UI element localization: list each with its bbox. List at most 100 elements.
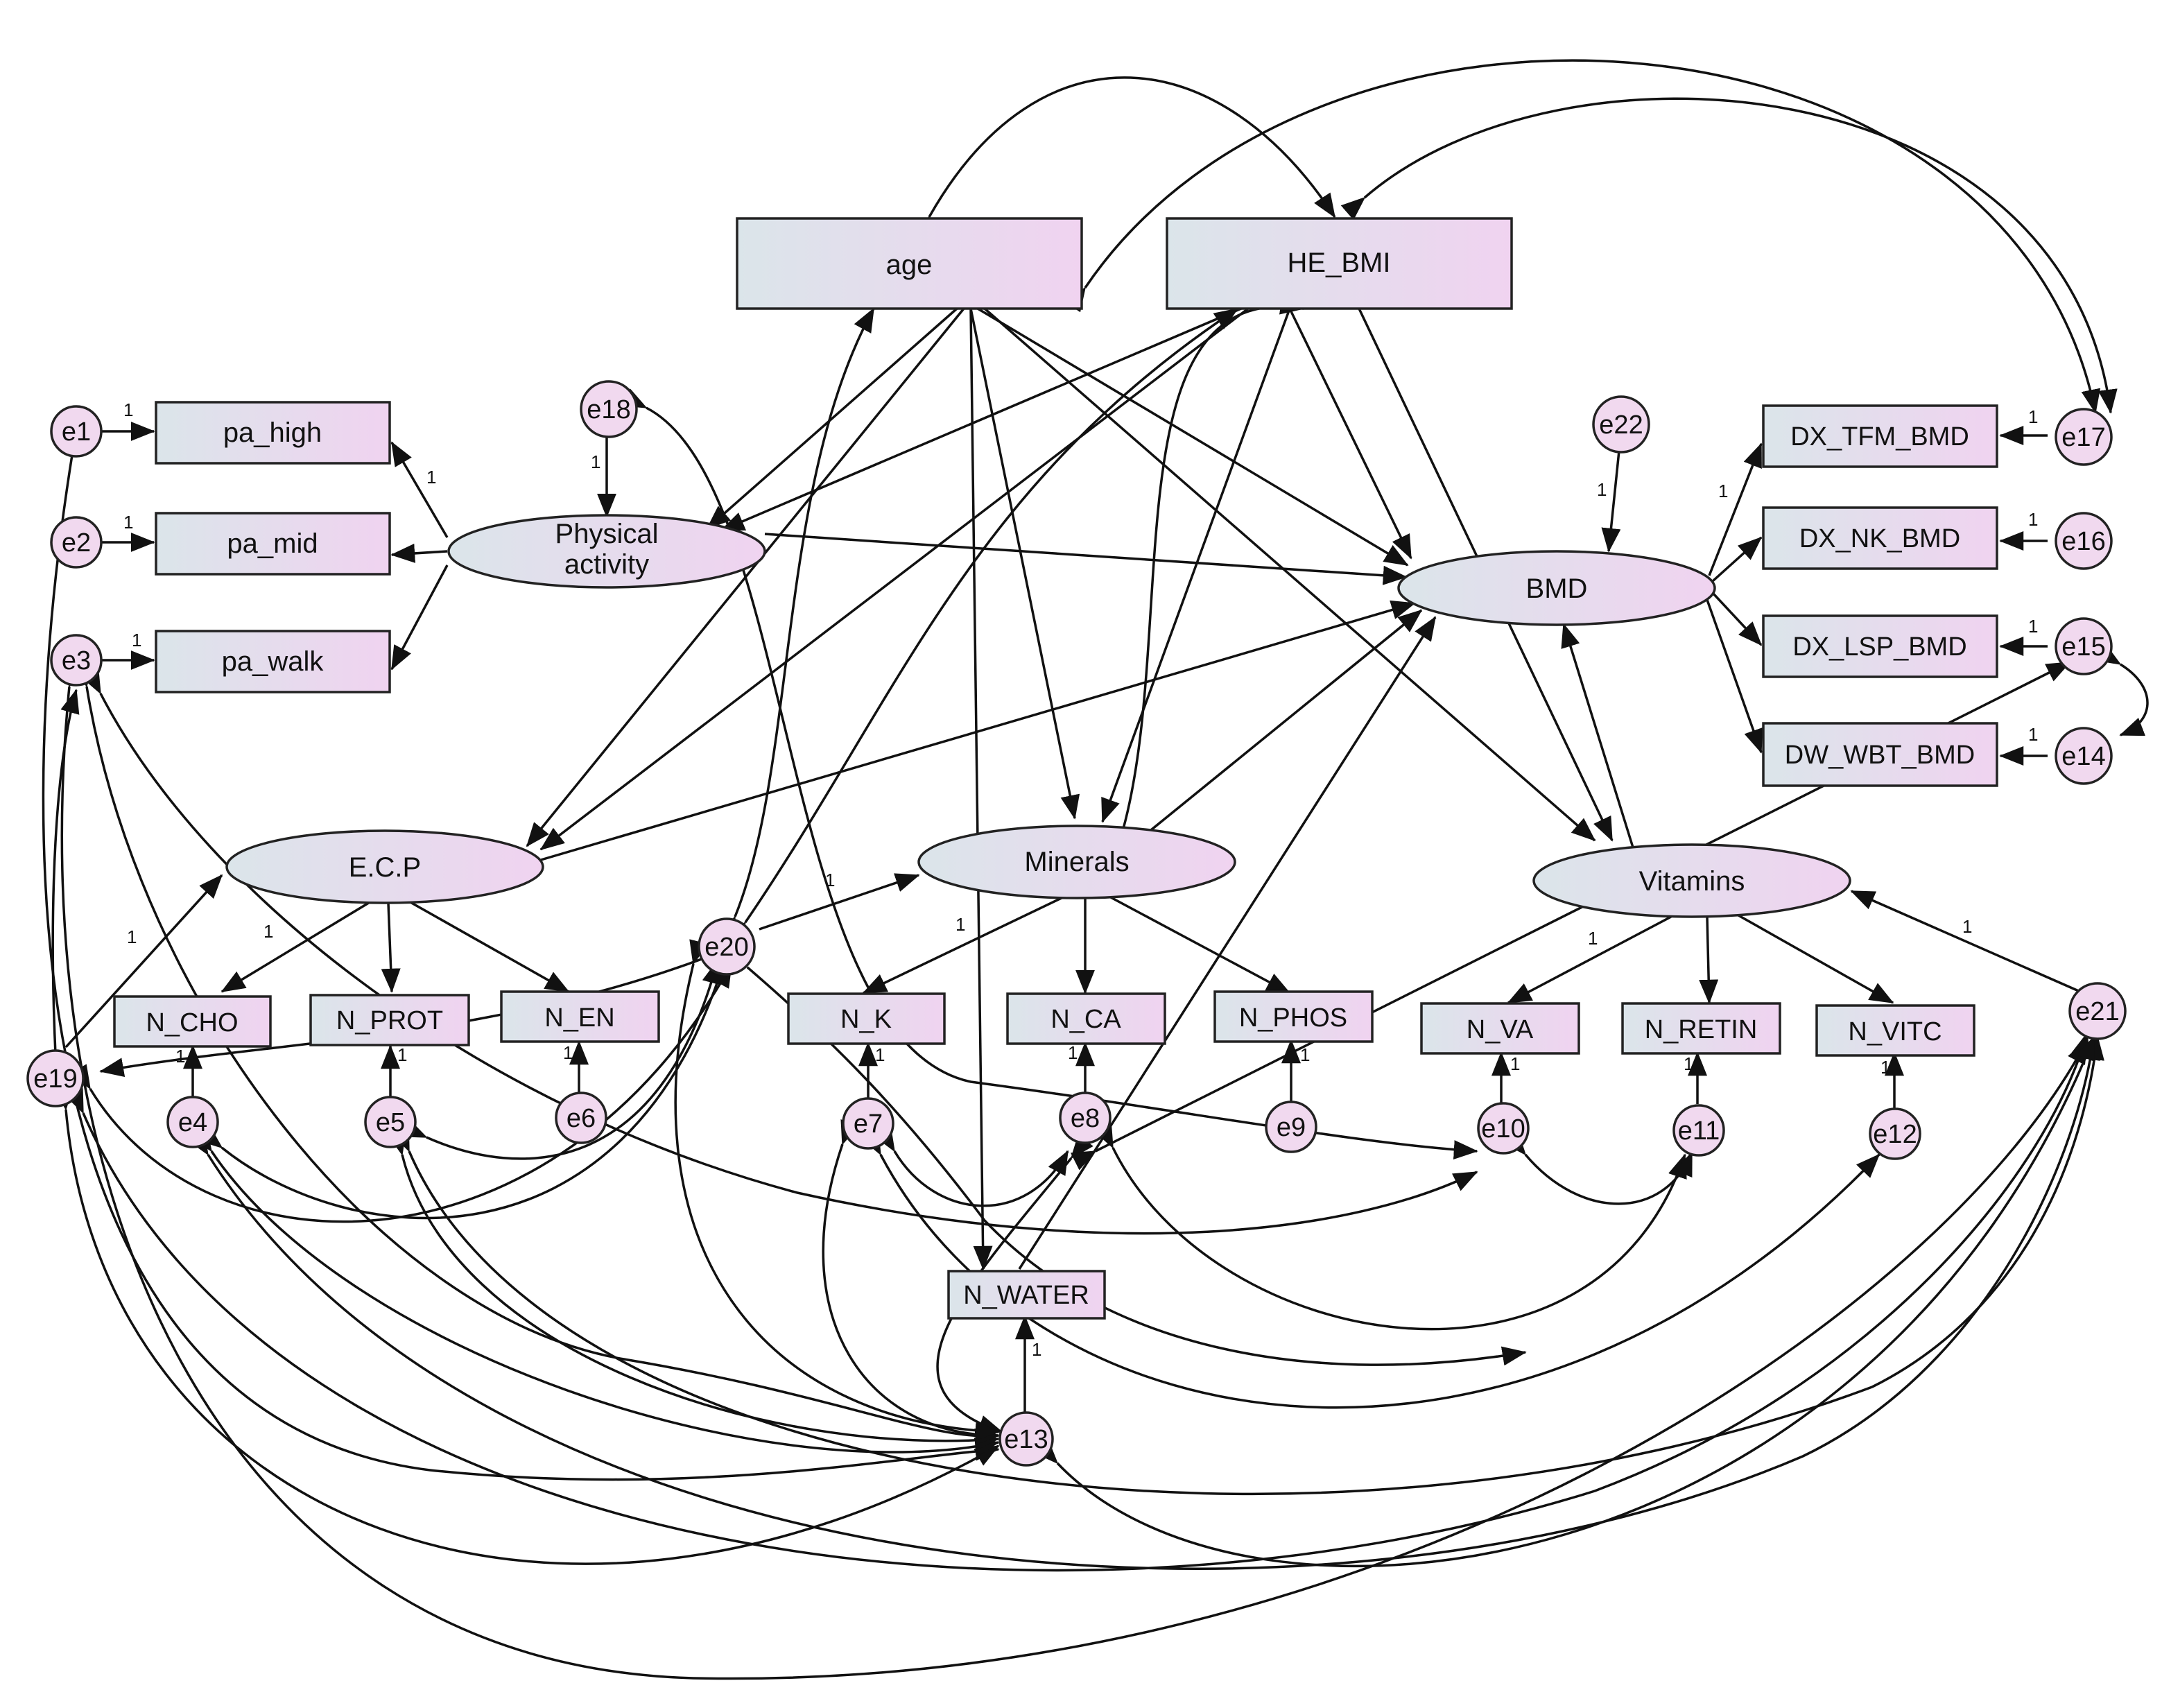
e3-label: e3 [62, 646, 91, 675]
e8-circle [1059, 1092, 1112, 1144]
cov-e19-e13 [53, 1085, 1000, 1565]
n-va-label: N_VA [1467, 1015, 1534, 1044]
n-retin-label: N_RETIN [1645, 1015, 1758, 1044]
e20-circle [698, 917, 756, 976]
e10-circle [1477, 1102, 1530, 1155]
hebmi-to-bmd [1288, 308, 1412, 560]
n-water-label: N_WATER [963, 1281, 1089, 1310]
age-to-physical [706, 307, 958, 530]
e15-label: e15 [2061, 632, 2105, 662]
age-box [736, 217, 1083, 310]
fix-label: 1 [1880, 1057, 1890, 1078]
e21-circle [2068, 982, 2127, 1040]
e19-label: e19 [33, 1064, 77, 1094]
n-cho-box [113, 995, 272, 1048]
physical-activity-label-2: activity [564, 549, 649, 580]
pa-walk-label: pa_walk [222, 646, 325, 677]
e17-circle [2055, 408, 2113, 466]
physical-activity-label-1: Physical [555, 519, 659, 549]
fix-label: 1 [123, 512, 133, 533]
cov-e3-e10 [81, 668, 1478, 1235]
e14-label: e14 [2061, 742, 2105, 771]
e4-circle [166, 1096, 219, 1148]
e7-circle [842, 1097, 894, 1150]
fix-label: 1 [132, 630, 141, 650]
e10-label: e10 [1481, 1114, 1525, 1144]
minerals-to-nk [862, 895, 1065, 994]
fix-label: 1 [2028, 724, 2038, 745]
e16-circle [2055, 512, 2113, 570]
pa-walk-box [155, 630, 391, 693]
n-ca-label: N_CA [1050, 1005, 1121, 1034]
vitamins-label: Vitamins [1639, 866, 1745, 897]
cov-e19-e3 [46, 689, 80, 1078]
cov-hebmi-e17 [1340, 97, 2118, 414]
cov-nwater-bmd [1018, 616, 1437, 1270]
cov-e13-e21 [1034, 1035, 2095, 1567]
fix-label: 1 [1068, 1042, 1078, 1063]
physical-to-bmd [764, 533, 1408, 585]
minerals-to-nphos [1109, 895, 1291, 994]
physical-to-pa-mid [390, 543, 448, 563]
cov-e8-e11 [1093, 1122, 1687, 1331]
he-bmi-box [1166, 217, 1513, 310]
n-ca-box [1006, 992, 1166, 1045]
ecp-to-nprot [381, 902, 401, 993]
fix-label: 1 [263, 921, 273, 942]
n-vitc-box [1815, 1004, 1975, 1057]
fix-label: 1 [127, 926, 137, 947]
e5-label: e5 [376, 1108, 405, 1137]
e13-label: e13 [1004, 1425, 1048, 1454]
fix-label: 1 [397, 1044, 407, 1065]
bmd-latent [1397, 550, 1716, 626]
he-bmi-label: HE_BMI [1288, 248, 1391, 278]
hebmi-to-minerals [1101, 308, 1291, 823]
e15-circle [2055, 617, 2113, 675]
e1-circle [50, 405, 103, 458]
e11-circle [1672, 1104, 1725, 1157]
path-arrows [42, 59, 2149, 1680]
minerals-label: Minerals [1024, 847, 1129, 877]
e4-label: e4 [178, 1108, 207, 1137]
cov-e5-e21 [390, 1035, 2104, 1496]
fix-label: 1 [591, 451, 600, 472]
e9-label: e9 [1277, 1113, 1306, 1142]
e12-circle [1869, 1107, 1921, 1160]
n-prot-label: N_PROT [336, 1006, 443, 1035]
e18-label: e18 [587, 395, 630, 424]
e19-circle [26, 1049, 85, 1107]
fix-label: 1 [2028, 406, 2038, 427]
e21-label: e21 [2075, 997, 2119, 1026]
dx-tfm-box [1762, 404, 1998, 468]
e7-label: e7 [854, 1110, 883, 1139]
cov-e3-e13 [73, 662, 1000, 1448]
pa-high-label: pa_high [223, 417, 322, 448]
bmd-to-dw-wbt [1706, 599, 1763, 754]
bmd-to-dx-lsp [1711, 592, 1763, 646]
fix-label: 1 [1597, 479, 1607, 500]
e21-to-vitamins [1850, 890, 2081, 993]
e17-label: e17 [2061, 423, 2105, 452]
bmd-to-dx-nk [1711, 536, 1763, 583]
age-to-bmd [977, 307, 1409, 567]
e16-label: e16 [2061, 527, 2105, 556]
pa-mid-label: pa_mid [227, 528, 318, 559]
path-diagram-nodes: age HE_BMI pa_high pa_mid pa_walk DX_TFM… [26, 217, 2127, 1467]
fix-label: 1 [1510, 1053, 1520, 1074]
fixed-path-labels: 1 1 1 1 1 1 1 1 1 1 1 1 1 1 1 1 1 1 1 1 … [123, 399, 2038, 1360]
n-cho-label: N_CHO [146, 1008, 238, 1037]
dx-tfm-label: DX_TFM_BMD [1790, 422, 1969, 451]
physical-to-pa-high [390, 441, 449, 538]
fix-label: 1 [875, 1044, 885, 1065]
e6-label: e6 [567, 1104, 596, 1133]
e6-circle [555, 1092, 607, 1144]
dx-lsp-label: DX_LSP_BMD [1792, 632, 1966, 662]
cov-e4-e21 [187, 1035, 2101, 1570]
bmd-to-dx-tfm [1708, 442, 1763, 576]
n-k-box [787, 992, 946, 1045]
n-k-label: N_K [840, 1005, 892, 1034]
n-prot-box [309, 994, 470, 1046]
e20-label: e20 [704, 933, 748, 962]
e13-circle [998, 1411, 1054, 1467]
fix-label: 1 [1588, 928, 1598, 949]
